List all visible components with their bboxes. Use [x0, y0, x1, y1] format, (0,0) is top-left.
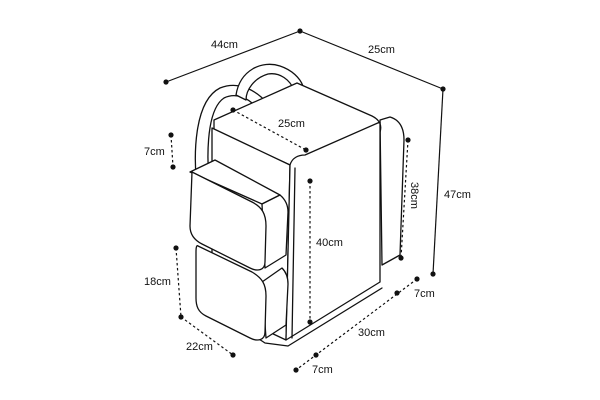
- label-body-height: 40cm: [316, 237, 343, 249]
- label-pocket-width: 22cm: [186, 341, 213, 353]
- upper-pocket-front: [189, 171, 267, 271]
- label-total-width: 44cm: [211, 39, 238, 51]
- label-body-width: 30cm: [358, 327, 385, 339]
- dimension-labels: 44cm 25cm 47cm 25cm 7cm 38cm 40cm 18cm 2…: [144, 39, 471, 376]
- lower-pocket-front: [195, 245, 267, 341]
- label-side-height: 38cm: [408, 182, 420, 209]
- label-pocket-height: 18cm: [144, 276, 171, 288]
- back-panel: [379, 116, 405, 266]
- label-bottom-offset: 7cm: [312, 364, 333, 376]
- dimension-lines: [163, 28, 446, 373]
- lower-pocket-side: [261, 267, 289, 339]
- label-top-depth: 25cm: [278, 118, 305, 130]
- label-side-pocket-top: 7cm: [144, 146, 165, 158]
- body-right-face: [285, 121, 381, 341]
- upper-pocket-side: [261, 194, 289, 269]
- body-edge: [291, 167, 296, 339]
- backpack-drawing: [189, 63, 405, 347]
- label-total-height: 47cm: [444, 189, 471, 201]
- label-total-depth: 25cm: [368, 44, 395, 56]
- label-right-offset: 7cm: [414, 288, 435, 300]
